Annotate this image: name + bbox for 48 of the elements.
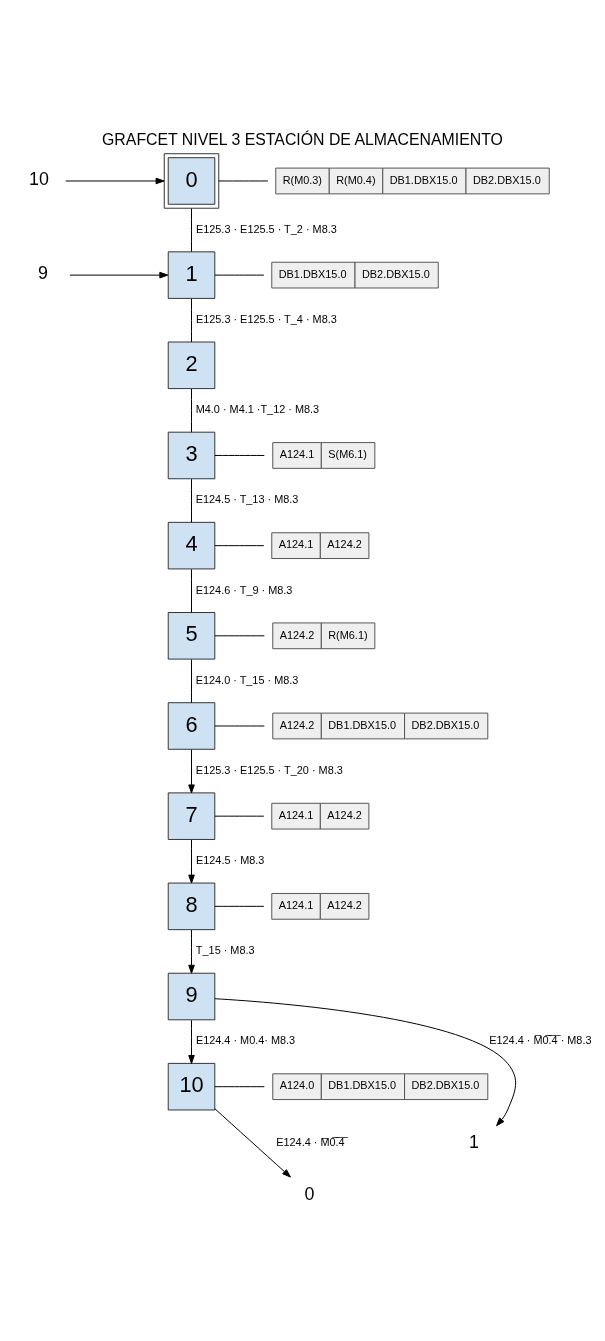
connector: [214, 815, 265, 817]
node-box: 7: [167, 792, 216, 840]
connector: [191, 298, 192, 343]
connector: [214, 454, 265, 456]
arrow: [65, 177, 165, 185]
edge-label: E124.0 · T_15 · M8.3: [195, 673, 299, 686]
arrow: [214, 1108, 291, 1178]
arrow: [188, 839, 195, 884]
node-box: 4: [167, 521, 216, 570]
node-box: 3: [167, 431, 216, 480]
node-box: 2: [167, 341, 216, 390]
edge-label: E125.3 · E125.5 · T_2 · M8.3: [195, 222, 337, 235]
edge-label: M4.0 · M4.1 ·T_12 · M8.3: [195, 403, 320, 416]
connector: [191, 659, 192, 704]
edge-label: T_15 · M8.3: [195, 944, 255, 957]
diagram-title: GRAFCET NIVEL 3 ESTACIÓN DE ALMACENAMIENTO: [102, 130, 503, 148]
connector: [214, 274, 265, 276]
edge-label: E124.4 · M0.4· M8.3: [195, 1034, 296, 1047]
edge-label: E125.3 · E125.5 · T_4 · M8.3: [195, 312, 337, 325]
node-box: 1: [167, 251, 216, 299]
arrow: [214, 998, 517, 1127]
connector: [214, 635, 265, 637]
connector: [191, 388, 192, 433]
node-text: 1: [468, 1132, 479, 1153]
node-text: 10: [28, 169, 49, 190]
connector: [214, 905, 265, 907]
node-box: 0: [163, 153, 220, 209]
node-text: 0: [304, 1183, 315, 1204]
connector: [191, 478, 192, 523]
connector: [214, 1086, 265, 1088]
edge-label: E124.5 · T_13 · M8.3: [195, 493, 299, 506]
connector: [191, 208, 192, 253]
arrow: [188, 929, 195, 974]
edge-label: E125.3 · E125.5 · T_20 · M8.3: [195, 763, 343, 776]
node-box: 5: [167, 612, 216, 660]
arrow: [188, 1019, 195, 1064]
edge-label: E124.6 · T_9 · M8.3: [195, 583, 293, 596]
edge-label: E124.5 · M8.3: [195, 854, 265, 867]
arrow: [188, 749, 195, 794]
connector: [214, 545, 265, 547]
node-box: 8: [167, 882, 216, 931]
edge-label: E124.4 · M̅0̅.̅4̅ · M8.3: [489, 1034, 592, 1047]
node-box: 9: [167, 972, 216, 1021]
node-box: 6: [167, 702, 216, 750]
connector: [191, 568, 192, 613]
arrow: [69, 271, 169, 279]
node-text: 9: [37, 263, 48, 284]
node-box: 10: [167, 1062, 216, 1111]
